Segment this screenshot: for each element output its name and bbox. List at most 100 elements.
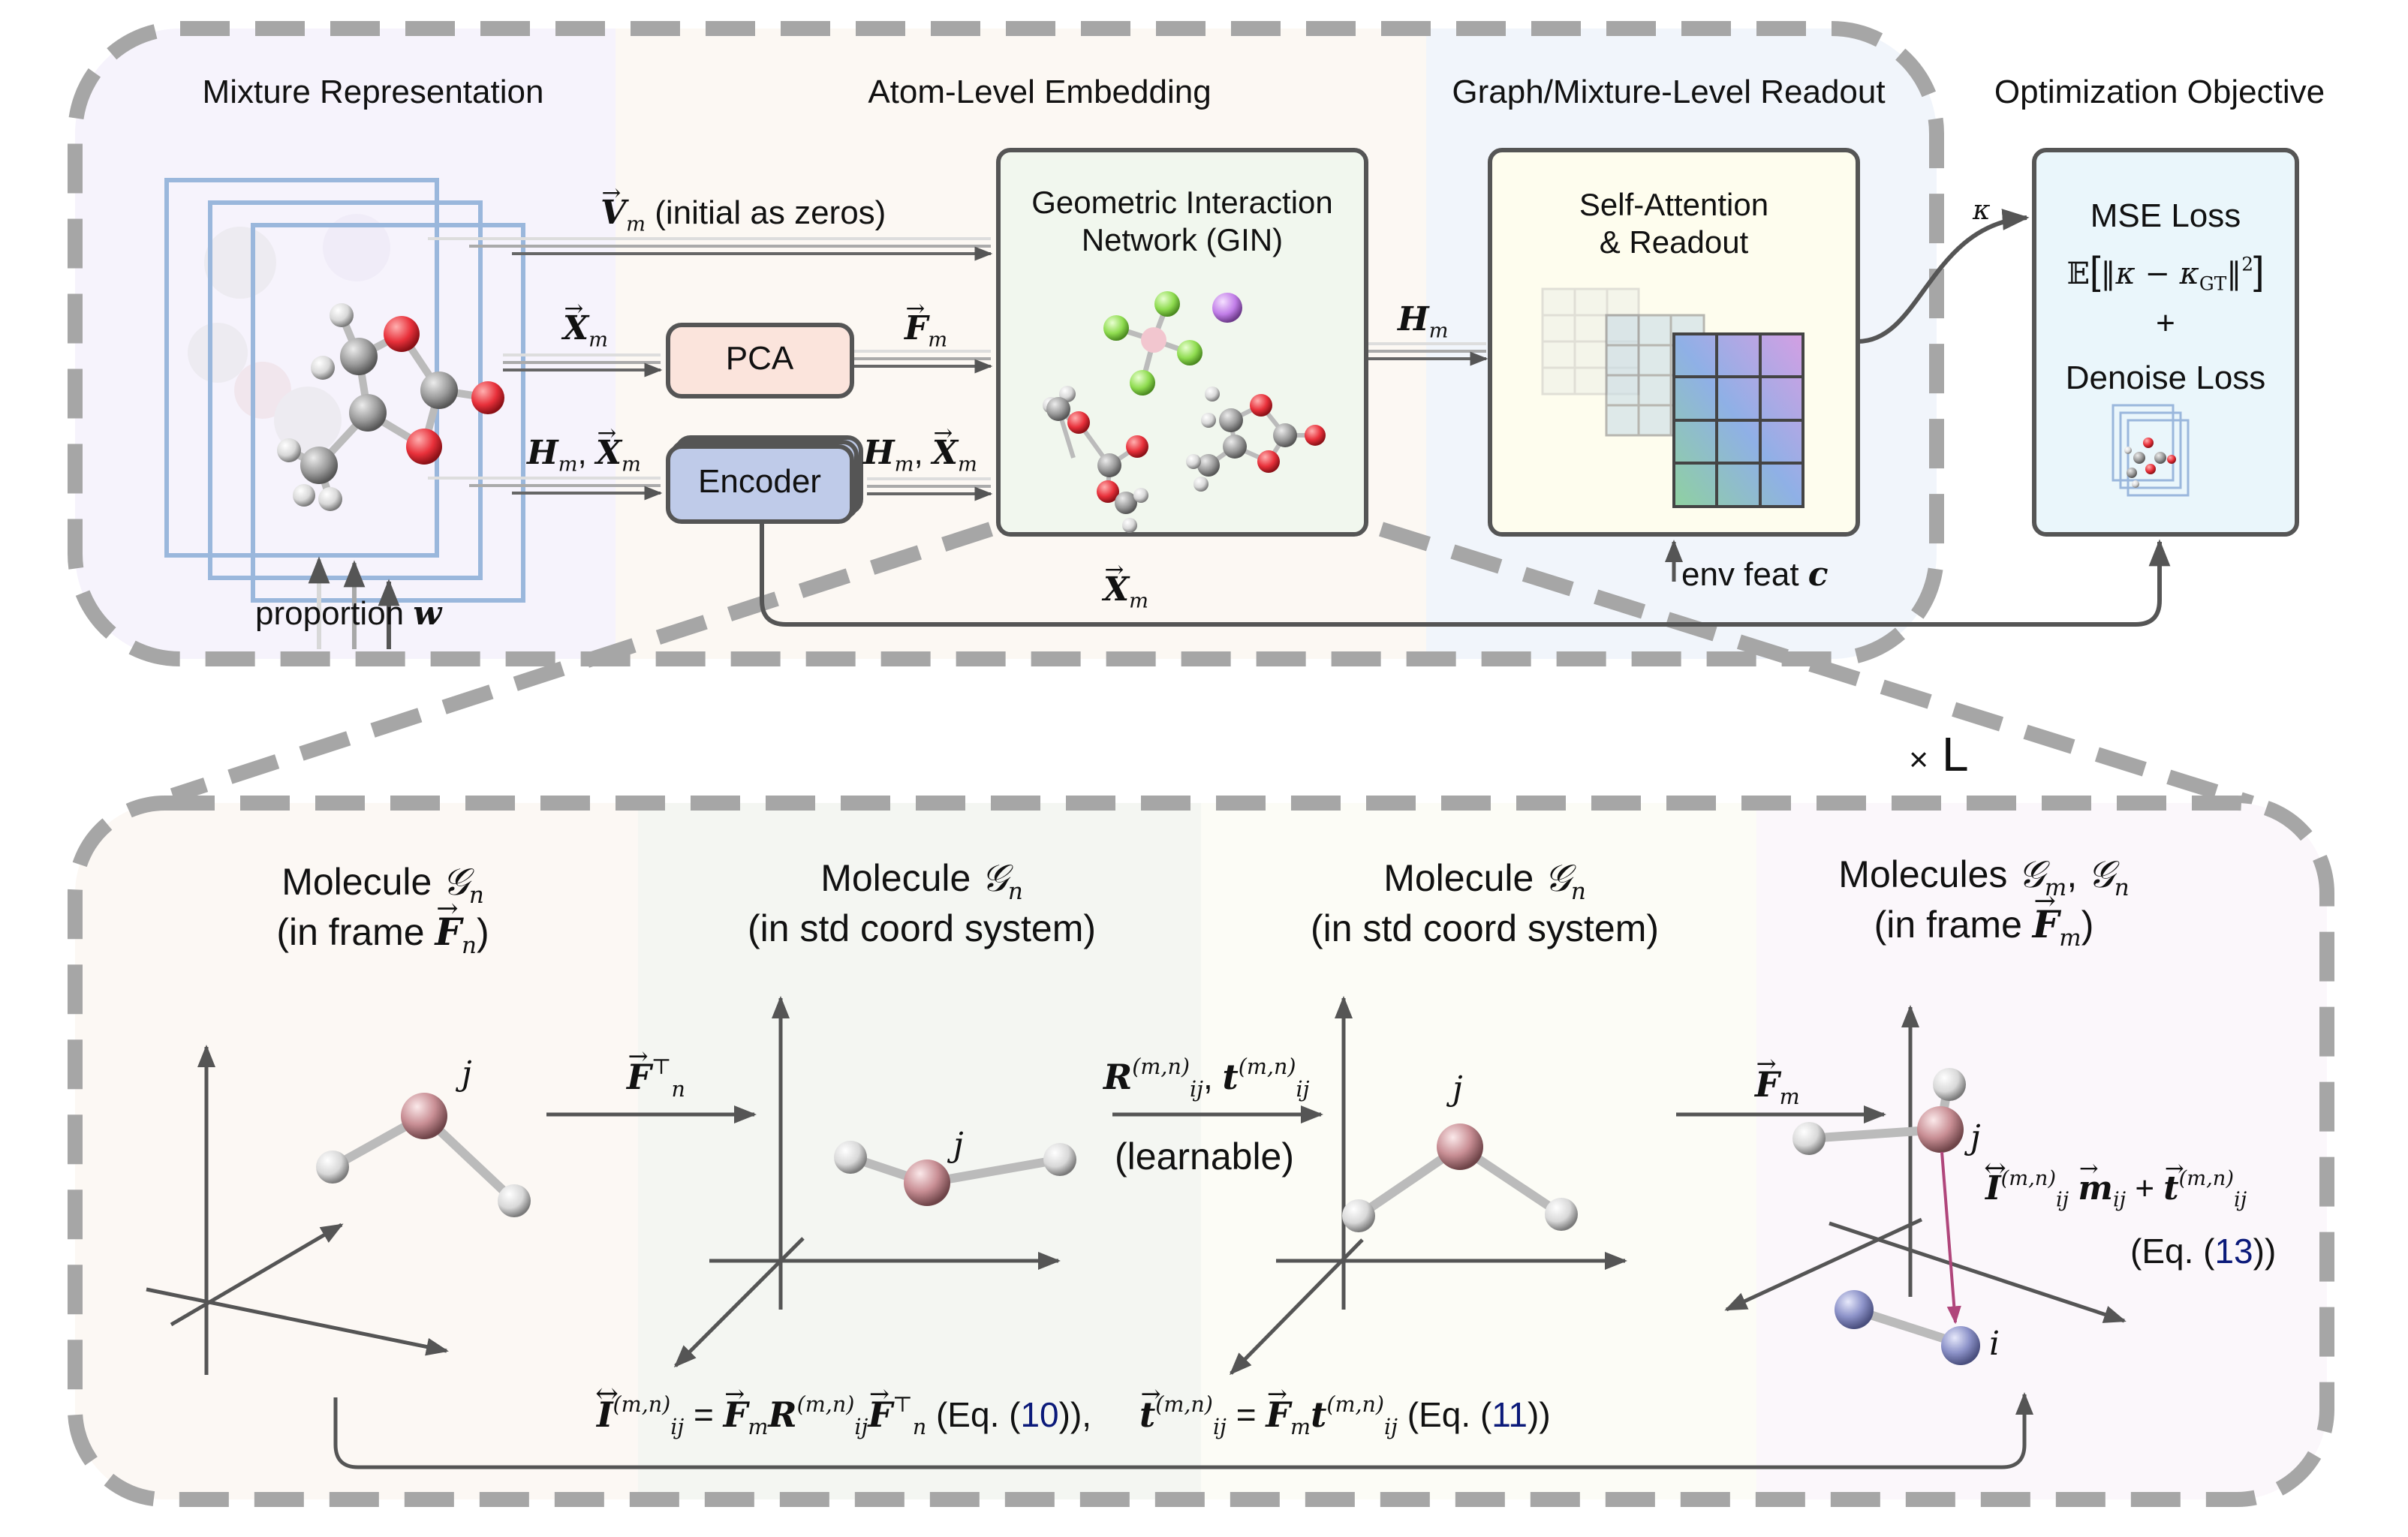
- section-title-mixture: Mixture Representation: [202, 74, 544, 110]
- atom-label-j-stage1: j: [462, 1054, 472, 1093]
- learnable-label: (learnable): [1115, 1135, 1295, 1178]
- input-arrows: [428, 237, 1488, 501]
- atom-o: [384, 316, 420, 352]
- gin-title: Geometric Interaction Network (GIN): [1031, 185, 1333, 258]
- atom-c: [349, 394, 387, 432]
- bottom-equations: I(m,n)ij = FmR(m,n)ijF⊤n (Eq. (10)), t(m…: [595, 1377, 1551, 1439]
- atom-h: [1933, 1068, 1966, 1101]
- fm-label: Fm: [1755, 1049, 1800, 1109]
- atom-j: [904, 1160, 950, 1206]
- section-title-embedding: Atom-Level Embedding: [868, 74, 1212, 110]
- eq11-link[interactable]: 11: [1491, 1394, 1528, 1434]
- atom-h: [1043, 1143, 1076, 1176]
- attention-maps: [1541, 287, 1804, 508]
- atom-h: [293, 484, 315, 507]
- kappa-label: κ: [1973, 195, 1991, 226]
- f-arrow: [854, 350, 993, 374]
- mse-loss-label: MSE Loss: [2090, 197, 2241, 234]
- stage1-molecule: [316, 1093, 531, 1217]
- atom-h: [277, 438, 301, 462]
- atom-c: [300, 447, 338, 484]
- eq11: t(m,n)ij = Fmt(m,n)ij (Eq. (11)): [1139, 1379, 1551, 1439]
- h-arrow: [1365, 342, 1488, 366]
- loss-plus: +: [2156, 305, 2175, 341]
- hx-label: Hm, Xm: [527, 420, 641, 477]
- denoise-thumbnail: [2112, 404, 2190, 497]
- atom-label-j-stage4: j: [1970, 1118, 1981, 1157]
- mse-formula: 𝔼[‖κ − κGT‖2]: [2066, 249, 2265, 295]
- xm-bypass-arrow: [760, 522, 2171, 627]
- proportion-label: proportion w: [255, 594, 442, 633]
- kappa-arrow: [1857, 209, 2030, 344]
- atom-h: [318, 487, 342, 511]
- ghost-molecule-back: [188, 214, 390, 454]
- zoom-connectors: [170, 522, 2255, 811]
- v-symbol: V: [600, 179, 626, 232]
- encoder-out-arrow: [867, 477, 993, 501]
- atom-h: [316, 1150, 349, 1184]
- stage2-molecule: [834, 1141, 1076, 1206]
- bottom-panel-border: [68, 796, 2334, 1507]
- frame-bypass-arrow: [333, 1392, 2033, 1469]
- eq10: I(m,n)ij = FmR(m,n)ijF⊤n (Eq. (10)),: [595, 1377, 1101, 1439]
- denoise-loss-label: Denoise Loss: [2065, 359, 2266, 396]
- x-arrow: [503, 353, 663, 377]
- atom-h: [498, 1184, 531, 1217]
- stage2-axes: [673, 996, 1061, 1368]
- stage1-axes: [146, 1045, 449, 1375]
- eq10-link[interactable]: 10: [1020, 1394, 1059, 1434]
- section-title-readout: Graph/Mixture-Level Readout: [1452, 74, 1886, 110]
- atom-h: [330, 303, 354, 327]
- stage2-title: Molecule 𝒢n (in std coord system): [747, 856, 1097, 950]
- bottom-panel: [68, 796, 2334, 1507]
- encoder-output-label: Hm, Xm: [863, 420, 977, 477]
- atom-label-j-stage3: j: [1452, 1069, 1463, 1108]
- encoder-box: [666, 435, 863, 524]
- stage1-title: Molecule 𝒢n (in frame Fn): [276, 859, 489, 960]
- atom-h: [1792, 1122, 1826, 1155]
- v-note: (initial as zeros): [655, 194, 886, 231]
- h-readout-label: Hm: [1398, 300, 1449, 343]
- frame-1: [164, 178, 439, 558]
- atom-m: [1835, 1290, 1874, 1329]
- atom-label-j-stage2: j: [953, 1126, 964, 1164]
- atom-j: [1917, 1106, 1964, 1153]
- repeat-label: × L: [1909, 727, 1969, 781]
- atom-o: [471, 381, 504, 414]
- section-title-objective: Optimization Objective: [1994, 74, 2325, 110]
- xm-bypass-label: Xm: [1103, 556, 1148, 613]
- eq13-link[interactable]: 13: [2214, 1232, 2253, 1271]
- v-label: Vm (initial as zeros): [600, 179, 886, 236]
- atom-c: [420, 371, 458, 409]
- mixture-frames: [164, 178, 525, 649]
- pca-box: [666, 323, 854, 399]
- message-formula: I(m,n)ij mij + t(m,n)ij: [1984, 1153, 2247, 1211]
- stage4-molecules: [1792, 1068, 1980, 1365]
- atom-h: [311, 356, 335, 380]
- pca-label: PCA: [725, 340, 794, 377]
- env-feat-label: env feat c: [1681, 555, 1829, 594]
- v-arrow: [428, 237, 993, 261]
- stage3-axes: [1229, 996, 1627, 1376]
- atom-h: [834, 1141, 867, 1174]
- rt-label: R(m,n)ij, t(m,n)ij: [1103, 1054, 1310, 1102]
- top-panel-border: [68, 21, 1944, 666]
- stage3-title: Molecule 𝒢n (in std coord system): [1310, 856, 1660, 950]
- hx-arrow: [428, 477, 663, 501]
- f-label: Fm: [905, 295, 947, 352]
- atom-label-i-stage4: i: [1989, 1325, 2000, 1363]
- message-arrow: [1940, 1151, 1961, 1325]
- atom-j: [1437, 1123, 1483, 1170]
- gin-molecules: [1043, 291, 1326, 533]
- li-ion: [1212, 293, 1242, 323]
- atom-i: [1941, 1326, 1980, 1365]
- stage3-molecule: [1342, 1123, 1578, 1232]
- attention-map-front: [1672, 332, 1804, 508]
- atom-c: [340, 338, 378, 375]
- atom-h: [1545, 1198, 1578, 1231]
- atom-h: [1342, 1199, 1375, 1232]
- readout-title: Self-Attention & Readout: [1579, 187, 1769, 260]
- eq13-ref: (Eq. (13)): [2130, 1232, 2277, 1271]
- atom-o: [406, 429, 442, 465]
